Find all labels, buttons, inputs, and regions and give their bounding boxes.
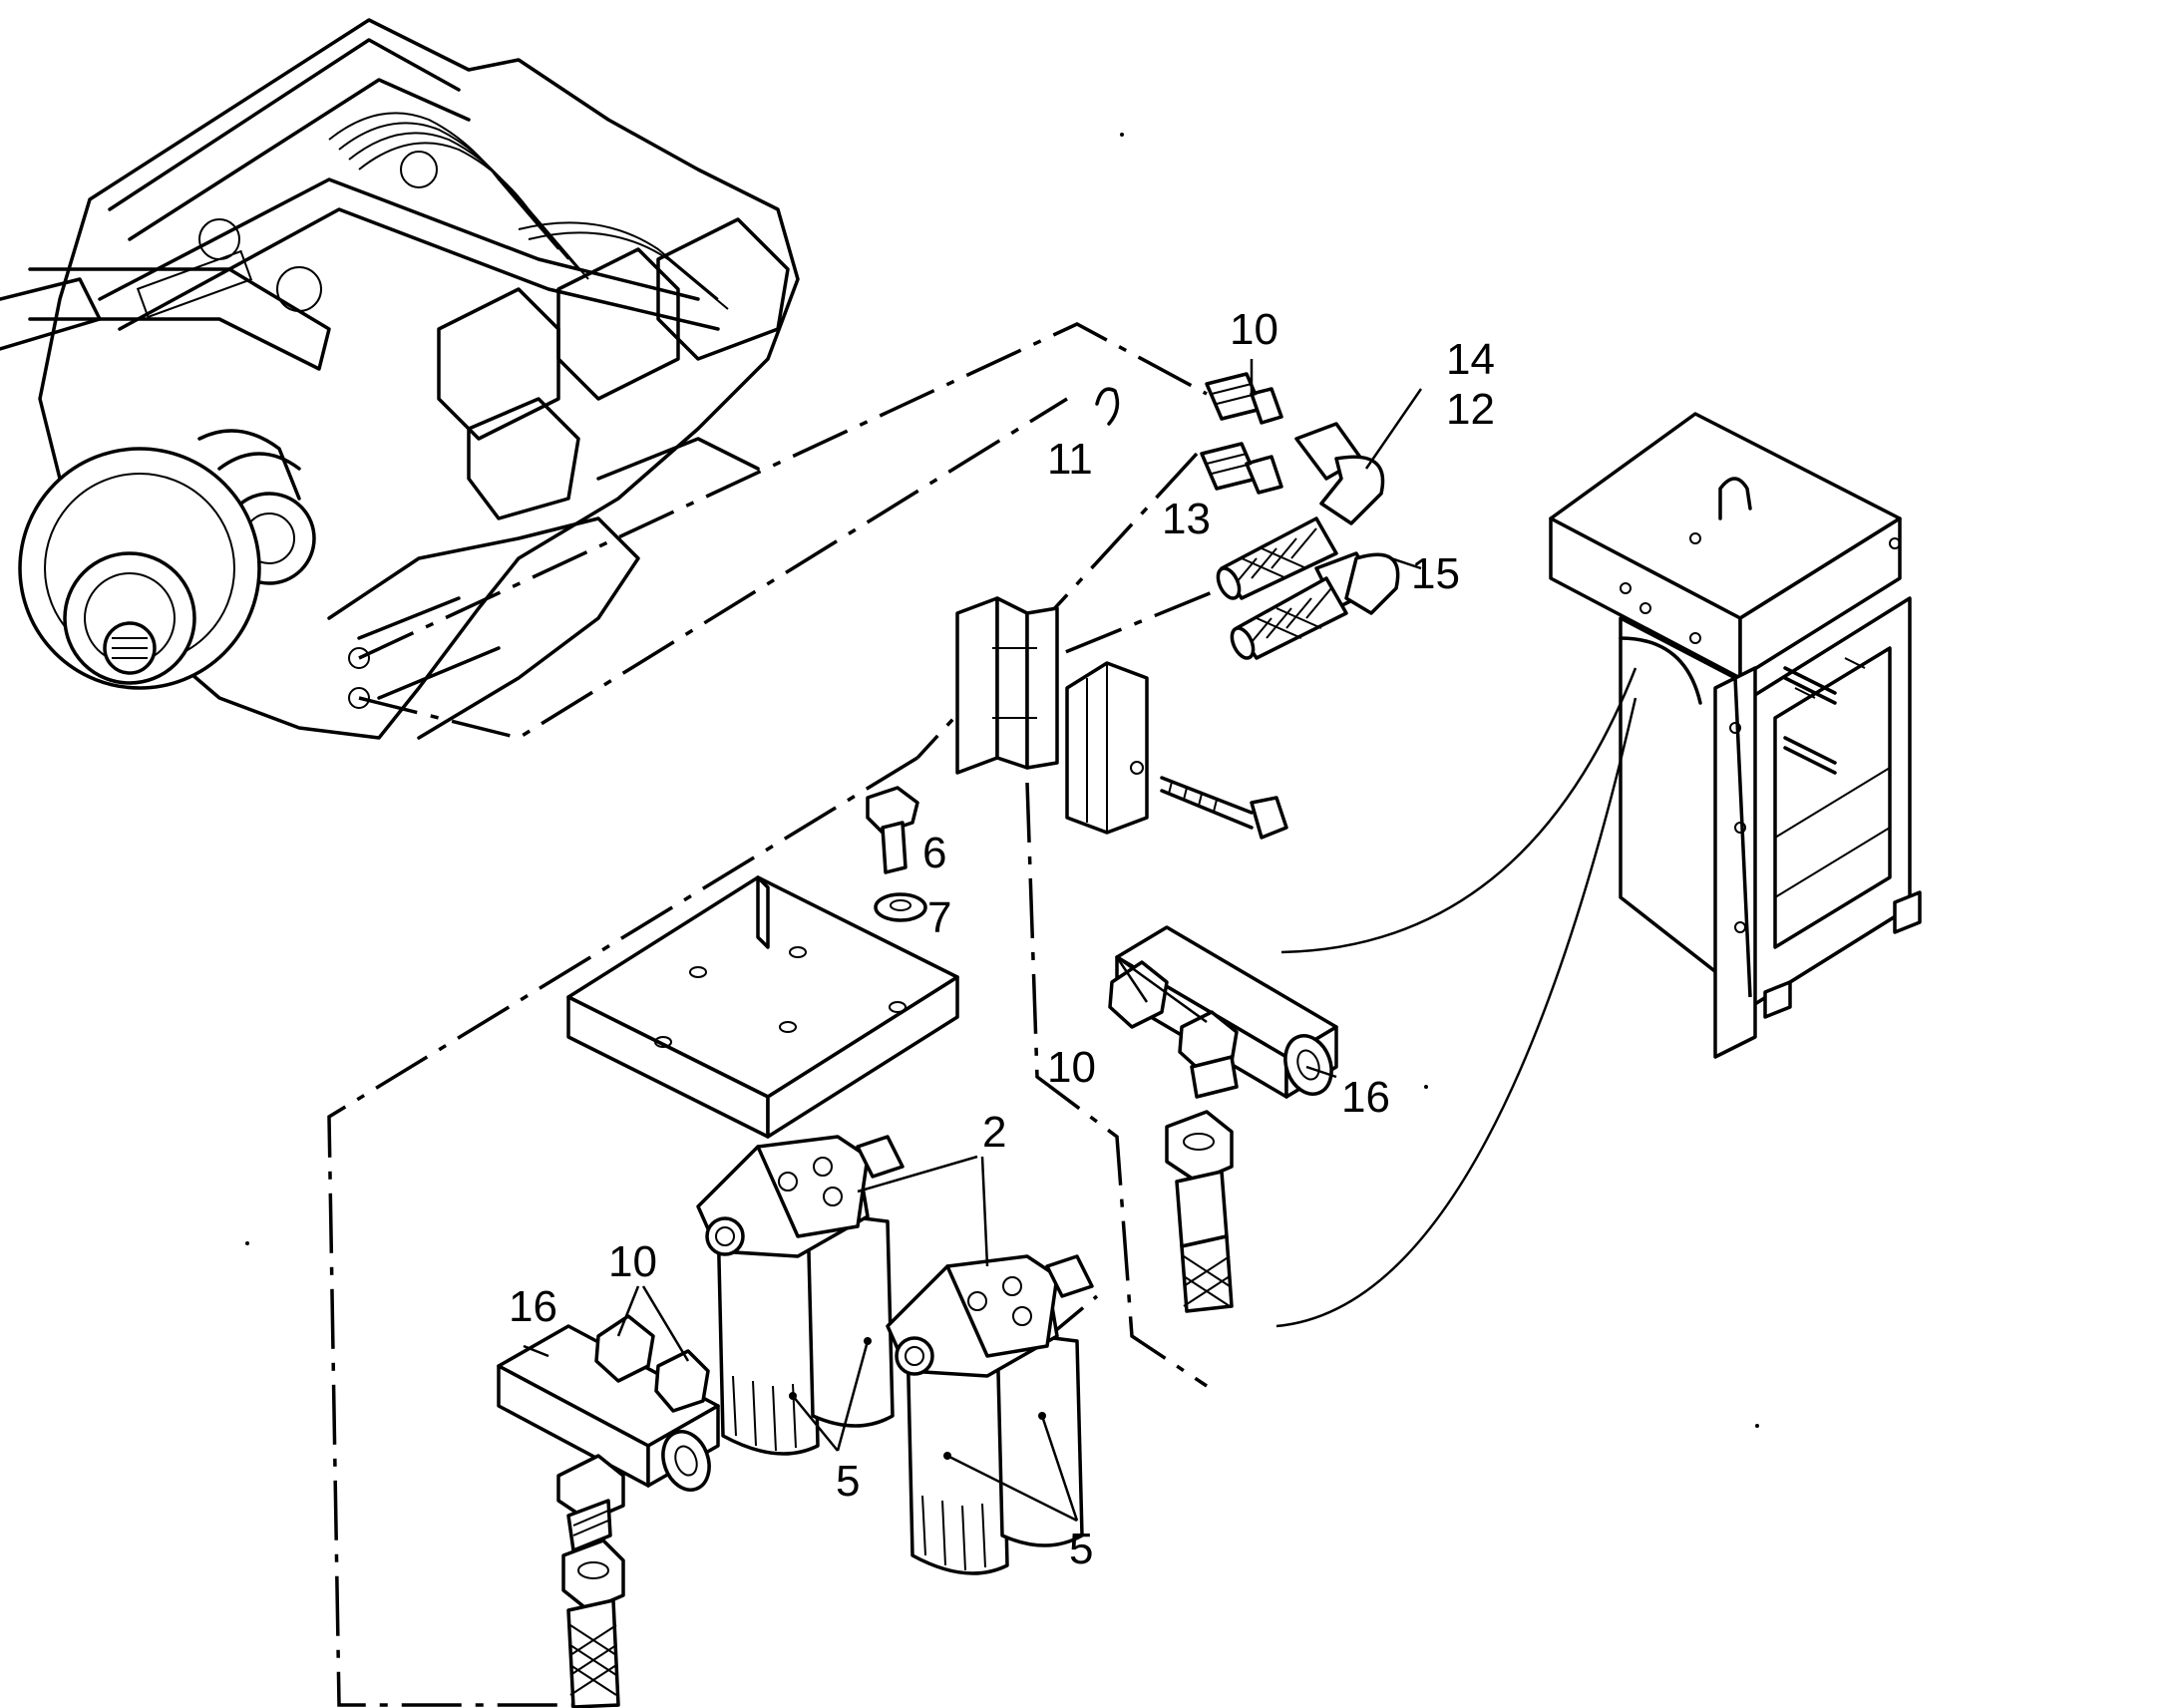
filter-assembly-right <box>886 1254 1094 1575</box>
callout-12: 12 <box>1446 385 1495 434</box>
callout-6: 6 <box>922 829 946 877</box>
fitting-13 <box>1200 442 1283 495</box>
callout-5-right: 5 <box>1069 1525 1093 1573</box>
connection-curves <box>1275 667 1637 1328</box>
callout-7: 7 <box>927 893 951 942</box>
mounting-plate <box>566 875 959 1139</box>
filter-assembly-left <box>696 1135 905 1456</box>
leader-lines <box>523 359 1423 1523</box>
bolt-clamp <box>1160 776 1288 840</box>
clamp-bracket <box>955 596 1149 835</box>
washer-7 <box>874 892 927 922</box>
hose-15 <box>1230 551 1400 660</box>
callout-10-top: 10 <box>1230 305 1278 354</box>
callout-16-right: 16 <box>1341 1073 1390 1122</box>
dash-dot-routing-lines <box>327 322 1867 1707</box>
callout-15: 15 <box>1411 549 1460 598</box>
clip-11 <box>1095 387 1120 426</box>
callout-16-left: 16 <box>509 1282 557 1331</box>
bolt-6 <box>866 786 919 874</box>
callout-10-left: 10 <box>608 1237 657 1286</box>
scan-specks <box>245 133 1759 1428</box>
callout-14: 14 <box>1446 335 1495 384</box>
callout-5-left: 5 <box>836 1457 860 1506</box>
callout-labels: 10 14 12 11 13 15 6 7 10 16 2 10 16 5 5 <box>509 305 1495 1573</box>
fitting-10-top <box>1205 372 1283 425</box>
callout-11: 11 <box>1047 435 1093 484</box>
engine-assembly <box>0 18 800 740</box>
hose-12-14 <box>1216 422 1385 600</box>
distributor-block-right <box>1108 925 1338 1099</box>
hose-lower-right <box>1165 1110 1234 1313</box>
hose-lower-left <box>561 1538 625 1708</box>
distributor-block-left <box>497 1314 720 1552</box>
callout-10-right: 10 <box>1047 1043 1096 1092</box>
callout-2: 2 <box>982 1108 1006 1157</box>
enclosure-box <box>1549 412 1922 1059</box>
callout-13: 13 <box>1162 495 1211 543</box>
